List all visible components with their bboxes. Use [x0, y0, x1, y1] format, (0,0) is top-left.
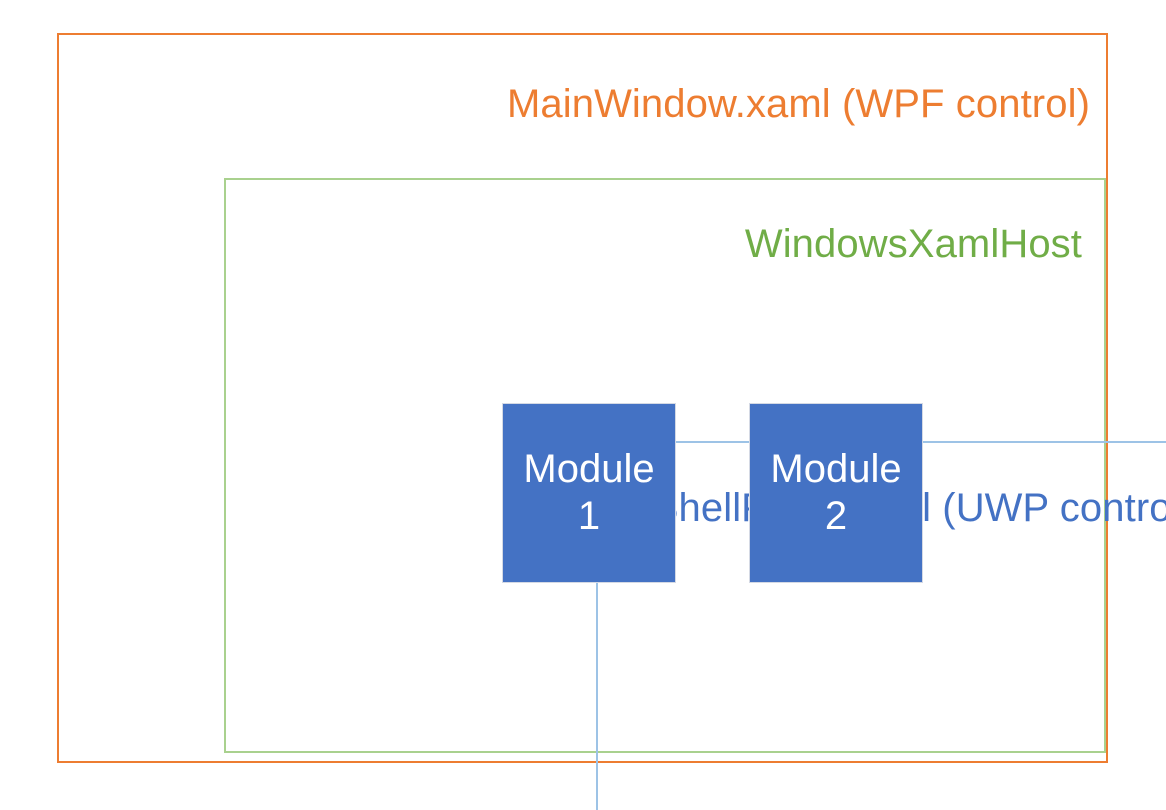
module-block-2-index: 2: [824, 494, 848, 538]
mainwindow-label: MainWindow.xaml (WPF control): [506, 82, 1090, 126]
mainwindow-container: MainWindow.xaml (WPF control) WindowsXam…: [57, 33, 1166, 810]
module-block-1-index: 1: [577, 494, 601, 538]
module-block-1-name: Module: [523, 446, 655, 491]
module-block-2-name: Module: [770, 446, 902, 491]
module-block-1: Module 1: [502, 403, 676, 583]
module-block-2: Module 2: [749, 403, 923, 583]
windowsxamlhost-label: WindowsXamlHost: [744, 222, 1082, 266]
